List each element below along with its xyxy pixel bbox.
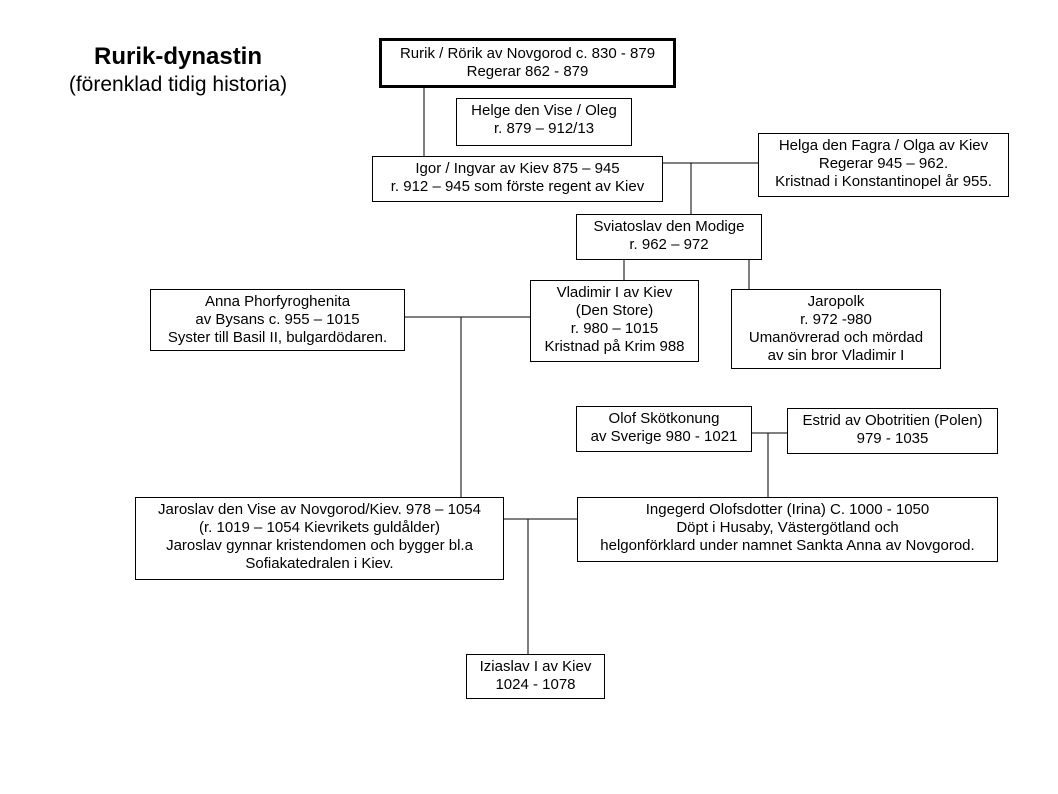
iziaslav-dates: 1024 - 1078 xyxy=(495,676,576,693)
ingegerd-note-1: Döpt i Husaby, Västergötland och xyxy=(676,519,899,536)
estrid-dates: 979 - 1035 xyxy=(856,430,929,447)
jaroslav-name: Jaroslav den Vise av Novgorod/Kiev. 978 … xyxy=(158,501,481,518)
helga-name: Helga den Fagra / Olga av Kiev xyxy=(778,137,989,154)
jaroslav-reign: (r. 1019 – 1054 Kievrikets guldålder) xyxy=(199,519,440,536)
person-box-ingegerd: Ingegerd Olofsdotter (Irina) C. 1000 - 1… xyxy=(577,497,998,562)
person-box-vladimir: Vladimir I av Kiev (Den Store) r. 980 – … xyxy=(530,280,699,362)
jaroslav-note-2: Sofiakatedralen i Kiev. xyxy=(245,555,394,572)
estrid-name: Estrid av Obotritien (Polen) xyxy=(802,412,983,429)
helga-reign: Regerar 945 – 962. xyxy=(818,155,949,172)
vladimir-reign: r. 980 – 1015 xyxy=(570,320,659,337)
ingegerd-name: Ingegerd Olofsdotter (Irina) C. 1000 - 1… xyxy=(645,501,930,518)
iziaslav-name: Iziaslav I av Kiev xyxy=(479,658,592,675)
diagram-title-block: Rurik-dynastin (förenklad tidig historia… xyxy=(48,42,308,98)
sviatoslav-name: Sviatoslav den Modige xyxy=(593,218,745,235)
diagram-title: Rurik-dynastin xyxy=(93,43,263,70)
person-box-olof: Olof Skötkonung av Sverige 980 - 1021 xyxy=(576,406,752,452)
person-box-estrid: Estrid av Obotritien (Polen) 979 - 1035 xyxy=(787,408,998,454)
person-box-helga: Helga den Fagra / Olga av Kiev Regerar 9… xyxy=(758,133,1009,197)
person-box-iziaslav: Iziaslav I av Kiev 1024 - 1078 xyxy=(466,654,605,699)
sviatoslav-reign: r. 962 – 972 xyxy=(629,236,709,253)
person-box-igor: Igor / Ingvar av Kiev 875 – 945 r. 912 –… xyxy=(372,156,663,202)
person-box-helge: Helge den Vise / Oleg r. 879 – 912/13 xyxy=(456,98,632,146)
person-box-anna: Anna Phorfyroghenita av Bysans c. 955 – … xyxy=(150,289,405,351)
vladimir-epithet: (Den Store) xyxy=(575,302,654,319)
igor-reign: r. 912 – 945 som förste regent av Kiev xyxy=(390,178,645,195)
jaroslav-note-1: Jaroslav gynnar kristendomen och bygger … xyxy=(166,537,473,554)
helga-note: Kristnad i Konstantinopel år 955. xyxy=(775,173,992,190)
rurik-reign: Regerar 862 - 879 xyxy=(466,63,589,80)
anna-dates: av Bysans c. 955 – 1015 xyxy=(195,311,360,328)
anna-name: Anna Phorfyroghenita xyxy=(204,293,351,310)
helge-name: Helge den Vise / Oleg xyxy=(471,102,617,119)
jaropolk-note-2: av sin bror Vladimir I xyxy=(767,347,905,364)
person-box-rurik: Rurik / Rörik av Novgorod c. 830 - 879 R… xyxy=(379,38,676,88)
anna-note: Syster till Basil II, bulgardödaren. xyxy=(167,329,388,346)
person-box-sviatoslav: Sviatoslav den Modige r. 962 – 972 xyxy=(576,214,762,260)
igor-name: Igor / Ingvar av Kiev 875 – 945 xyxy=(415,160,620,177)
person-box-jaropolk: Jaropolk r. 972 -980 Umanövrerad och mör… xyxy=(731,289,941,369)
jaropolk-note-1: Umanövrerad och mördad xyxy=(748,329,924,346)
person-box-jaroslav: Jaroslav den Vise av Novgorod/Kiev. 978 … xyxy=(135,497,504,580)
vladimir-name: Vladimir I av Kiev xyxy=(556,284,673,301)
rurik-name: Rurik / Rörik av Novgorod c. 830 - 879 xyxy=(399,45,656,62)
olof-name: Olof Skötkonung xyxy=(608,410,720,427)
ingegerd-note-2: helgonförklard under namnet Sankta Anna … xyxy=(600,537,975,554)
jaropolk-name: Jaropolk xyxy=(807,293,865,310)
jaropolk-reign: r. 972 -980 xyxy=(800,311,872,328)
helge-reign: r. 879 – 912/13 xyxy=(493,120,595,137)
diagram-subtitle: (förenklad tidig historia) xyxy=(68,73,288,96)
olof-dates: av Sverige 980 - 1021 xyxy=(590,428,738,445)
vladimir-note: Kristnad på Krim 988 xyxy=(544,338,685,355)
